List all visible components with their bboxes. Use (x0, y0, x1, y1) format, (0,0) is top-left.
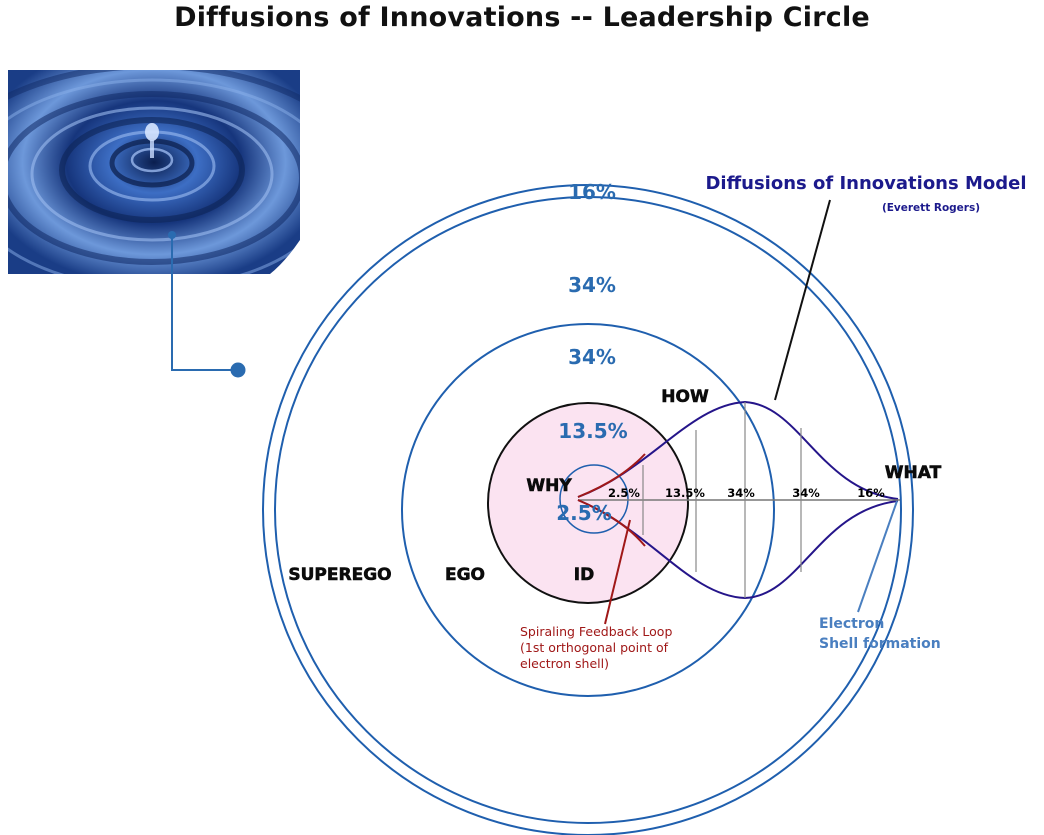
electron-pointer-line (857, 500, 898, 613)
water-ripple-photo (8, 70, 300, 274)
feedback-note-line3: electron shell) (520, 656, 609, 671)
feedback-note-line2: (1st orthogonal point of (520, 640, 669, 655)
why-label: WHY (526, 476, 572, 496)
photo-connector (168, 231, 246, 378)
core-percent: 2.5% (556, 501, 611, 525)
how-label: HOW (661, 387, 709, 407)
what-label: WHAT (885, 463, 942, 483)
superego-label: SUPEREGO (288, 565, 391, 585)
why-core-circle (559, 464, 629, 534)
ring4-percent: 13.5% (558, 419, 627, 443)
model-author: (Everett Rogers) (882, 202, 980, 214)
feedback-note-line1: Spiraling Feedback Loop (520, 624, 672, 639)
id-circle (487, 402, 689, 604)
axis-label-early: 2.5% (608, 486, 640, 500)
ego-ring (401, 323, 775, 697)
superego-outer-ring (262, 184, 914, 835)
electron-note-line1: Electron (819, 616, 884, 632)
page-title: Diffusions of Innovations -- Leadership … (174, 2, 870, 33)
ego-label: EGO (445, 565, 485, 585)
ring2-percent: 34% (568, 273, 616, 297)
axis-label-adopters: 13.5% (665, 486, 705, 500)
spiraling-feedback-curve (577, 453, 646, 625)
ring3-percent: 34% (568, 345, 616, 369)
superego-inner-ring (274, 196, 902, 824)
model-title: Diffusions of Innovations Model (705, 173, 1026, 194)
axis-label-early-majority: 34% (727, 486, 755, 500)
axis-label-laggards: 16% (857, 486, 885, 500)
axis-label-late-majority: 34% (792, 486, 820, 500)
outer-ring-percent: 16% (568, 180, 616, 204)
electron-note-line2: Shell formation (819, 636, 941, 652)
model-pointer-line (774, 199, 831, 401)
diffusion-bell-curve (577, 400, 900, 600)
id-label: ID (574, 565, 594, 585)
